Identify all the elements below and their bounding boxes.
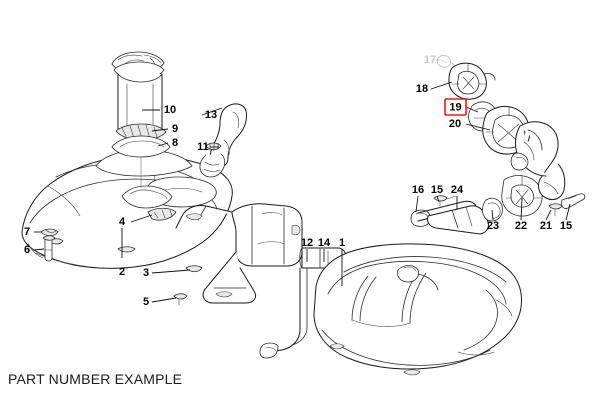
highlight-box-19 <box>444 98 467 116</box>
callout-labels: 1 2 3 4 5 6 7 8 9 10 11 12 13 14 15 15 1… <box>24 54 572 308</box>
callout-12: 12 <box>301 237 313 249</box>
callout-9: 9 <box>172 123 178 135</box>
callout-21: 21 <box>540 220 552 232</box>
callout-3: 3 <box>143 267 149 279</box>
callout-20: 20 <box>449 118 461 130</box>
callout-24: 24 <box>451 184 464 196</box>
vent-hose-elbow <box>199 103 247 178</box>
caption-text: PART NUMBER EXAMPLE <box>8 371 183 387</box>
callout-10: 10 <box>164 104 176 116</box>
callout-14: 14 <box>318 237 331 249</box>
callout-13: 13 <box>205 109 217 121</box>
fuel-feed-pipe-assembly <box>410 174 586 235</box>
callout-4: 4 <box>119 216 126 228</box>
callout-19: 19 <box>449 101 461 113</box>
filler-neck-assembly <box>111 51 173 209</box>
right-fuel-tank <box>313 243 522 376</box>
callout-16: 16 <box>412 184 424 196</box>
callout-2: 2 <box>119 266 125 278</box>
callout-6: 6 <box>24 244 30 256</box>
leader-lines <box>33 59 571 303</box>
left-fuel-tank <box>21 149 233 269</box>
callout-15-left: 15 <box>431 184 443 196</box>
filler-hose-elbow-right <box>510 121 566 201</box>
callout-8: 8 <box>172 137 178 149</box>
callout-17: 17 <box>424 54 436 66</box>
callout-15-right: 15 <box>560 220 572 232</box>
callout-1: 1 <box>339 237 345 249</box>
callout-18: 18 <box>416 83 428 95</box>
callout-22: 22 <box>515 220 527 232</box>
callout-7: 7 <box>24 226 30 238</box>
callout-5: 5 <box>143 296 149 308</box>
center-support-bracket <box>40 203 303 306</box>
callout-11: 11 <box>197 141 209 153</box>
callout-23: 23 <box>487 220 499 232</box>
